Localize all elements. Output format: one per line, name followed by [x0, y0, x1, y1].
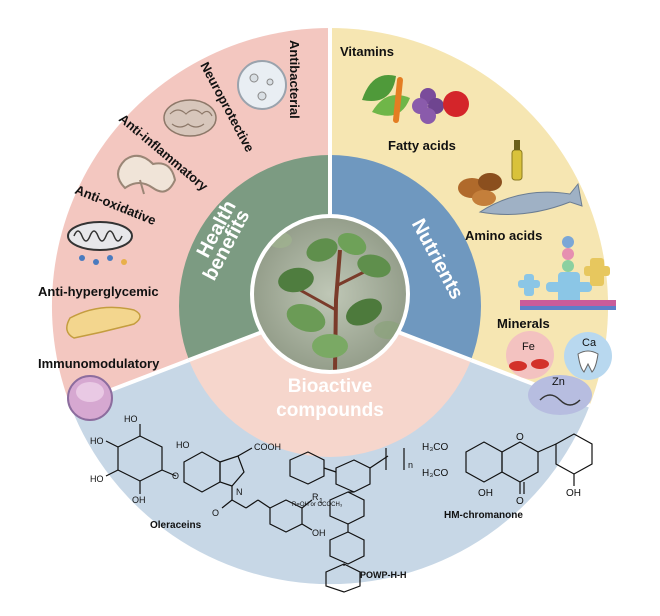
chem-ho-ring: HO — [176, 440, 190, 450]
chem-ho-left2: HO — [90, 474, 104, 484]
amino-acids-icon — [518, 236, 616, 310]
nuts-fish-oil-icon — [458, 140, 583, 215]
vegetables-fruit-icon — [362, 75, 469, 124]
cell-icon — [67, 375, 113, 421]
chem-oh-phenyl2: OH — [566, 488, 581, 499]
ca-label: Ca — [582, 337, 597, 349]
chem-r1-sub: 1 — [319, 498, 323, 505]
inner-ring — [179, 155, 481, 457]
brain-icon — [163, 99, 217, 137]
chem-n: N — [236, 487, 243, 497]
label-hm-chromanone: HM-chromanone — [444, 510, 523, 521]
label-powp-h-h: POWP-H-H — [360, 570, 407, 580]
chem-oh-chroma: OH — [478, 488, 493, 499]
label-antibacterial: Antibacterial — [287, 40, 302, 119]
chem-ho-top: HO — [124, 414, 138, 424]
bioactive-inner-sector — [189, 306, 471, 457]
label-anti-hyperglycemic: Anti-hyperglycemic — [38, 284, 159, 299]
label-fatty-acids: Fatty acids — [388, 138, 456, 153]
intestine-icon — [117, 154, 177, 195]
label-amino-acids: Amino acids — [465, 228, 542, 243]
fe-label: Fe — [522, 341, 535, 353]
petri-dish-icon — [237, 60, 287, 110]
chem-h3co-2: H₃CO — [422, 468, 449, 479]
chem-o-chroma: O — [516, 496, 524, 507]
center-plant-photo — [250, 214, 410, 374]
chem-r-variant: R=OH or OCOCH₃ — [292, 502, 343, 508]
bioactive-title-line2: compounds — [276, 400, 384, 421]
mitochondria-icon — [67, 221, 133, 265]
label-vitamins: Vitamins — [340, 44, 394, 59]
chem-ho-left: HO — [90, 436, 104, 446]
pancreas-icon — [66, 306, 141, 339]
label-minerals: Minerals — [497, 316, 550, 331]
minerals-icon: Fe Ca Zn — [506, 331, 612, 415]
chem-oh-bottom: OH — [132, 495, 146, 505]
chem-o-carbonyl: O — [212, 508, 219, 518]
chem-o-link: O — [172, 471, 179, 481]
label-immunomodulatory: Immunomodulatory — [38, 356, 160, 371]
zn-label: Zn — [552, 376, 565, 388]
chem-cooh: COOH — [254, 442, 281, 452]
powp-h-h-structure: n R=OH or OCOCH₃ — [289, 448, 413, 593]
chem-o-ring: O — [516, 432, 524, 443]
chem-oh-phenyl: OH — [312, 528, 326, 538]
bioactive-title-line1: Bioactive — [288, 376, 372, 397]
chem-r1: R — [312, 492, 319, 502]
label-oleraceins: Oleraceins — [150, 520, 202, 531]
hm-chromanone-structure: H₃CO H₃CO OH O O OH — [422, 432, 593, 507]
chem-n-sub: n — [408, 460, 413, 470]
chem-h3co-1: H₃CO — [422, 442, 449, 453]
oleraceins-structure: HO HO HO OH O HO COOH N O R 1 OH — [90, 414, 326, 538]
